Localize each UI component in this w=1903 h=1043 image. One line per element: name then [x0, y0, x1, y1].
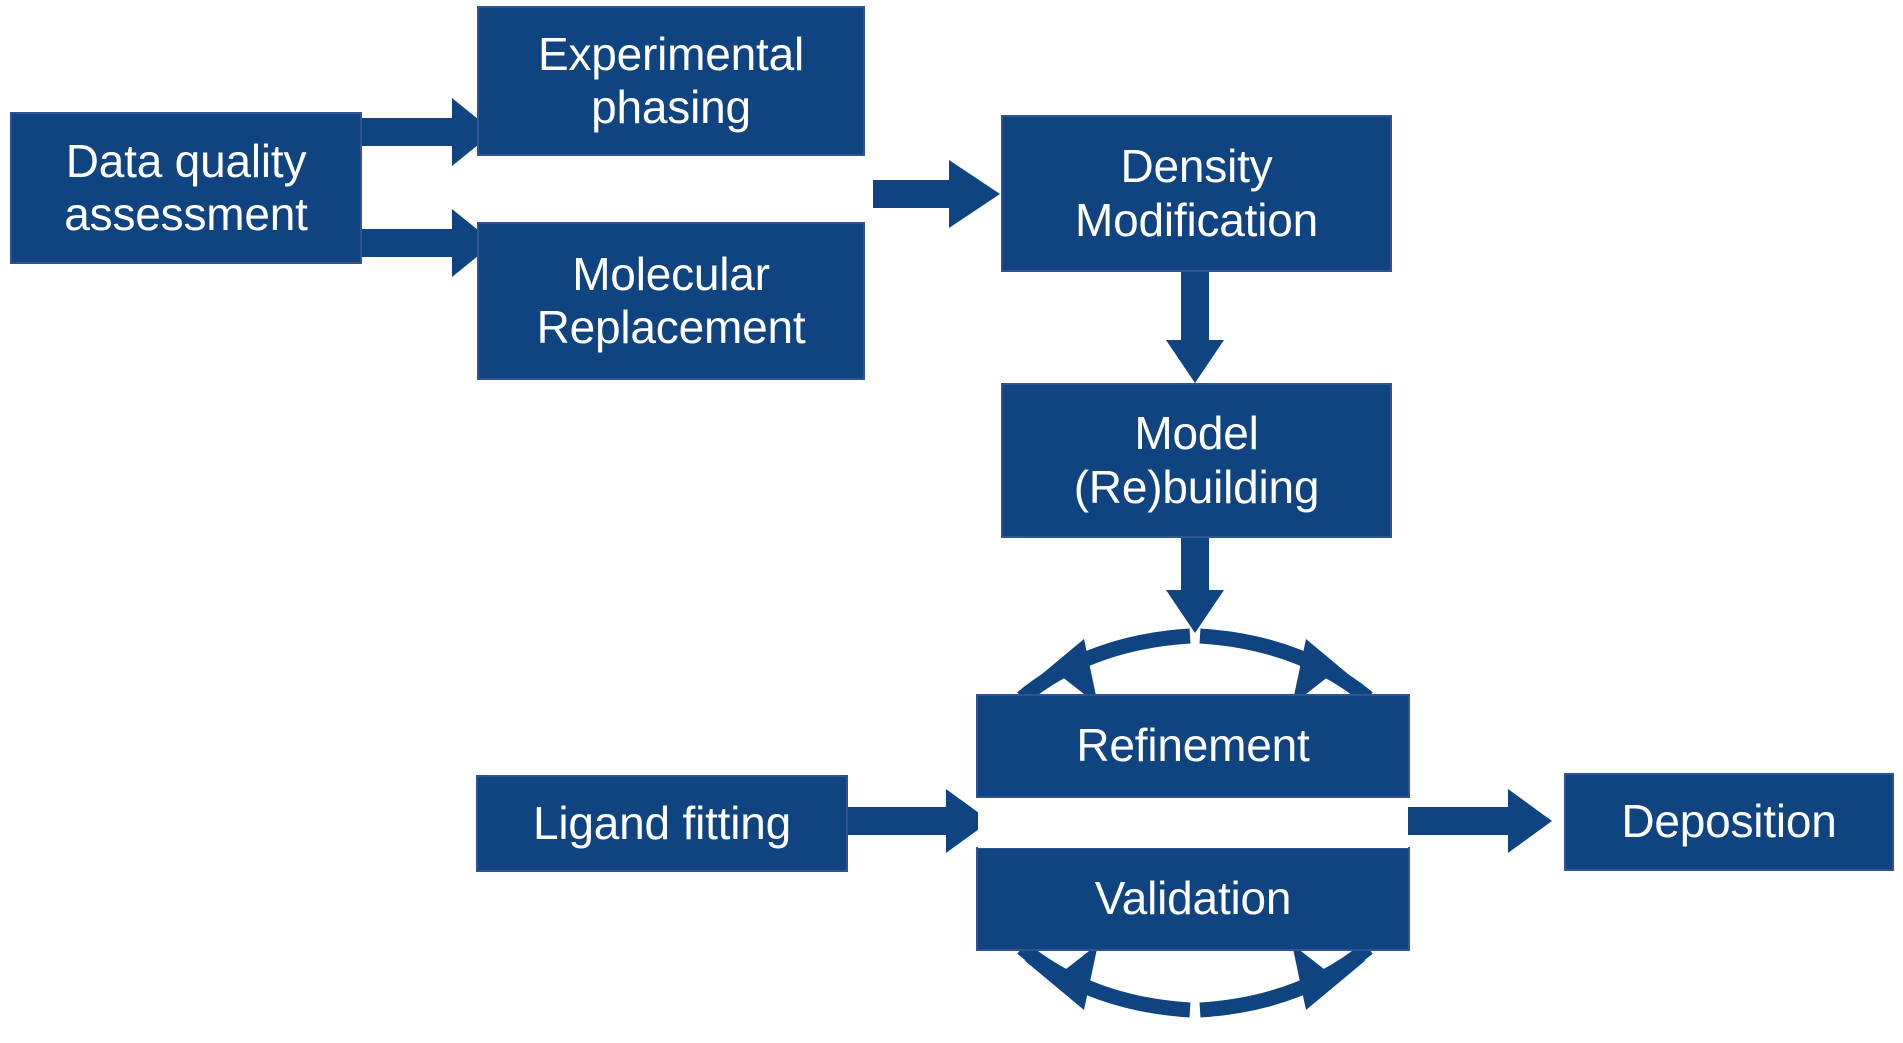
node-label-experimental-phasing: Experimental phasing — [537, 27, 805, 133]
cycle-arc-bottom-left-arrow — [1017, 942, 1191, 1018]
arrow-model-rebuilding-to-cycle — [1166, 538, 1224, 633]
node-deposition[interactable]: Deposition — [1564, 773, 1894, 871]
arrow-cycle-to-deposition — [1402, 789, 1552, 853]
node-label-ligand-fitting: Ligand fitting — [532, 796, 792, 849]
cycle-gap-mask — [978, 798, 1408, 848]
node-validation[interactable]: Validation — [976, 847, 1410, 951]
node-label-data-quality-assessment: Data quality assessment — [64, 134, 308, 240]
node-ligand-fitting[interactable]: Ligand fitting — [476, 775, 848, 872]
arrow-dq-to-experimental-phasing — [360, 98, 494, 166]
node-molecular-replacement[interactable]: Molecular Replacement — [477, 222, 865, 380]
node-density-modification[interactable]: Density Modification — [1001, 115, 1392, 272]
cycle-arc-bottom-right-arrow — [1199, 942, 1373, 1018]
node-label-density-modification: Density Modification — [1074, 140, 1319, 246]
node-label-validation: Validation — [1094, 872, 1292, 925]
node-label-molecular-replacement: Molecular Replacement — [536, 247, 806, 353]
cycle-arc-top-left-arrow — [1017, 628, 1191, 705]
node-refinement[interactable]: Refinement — [976, 694, 1410, 798]
arrow-ligand-fitting-to-cycle — [848, 789, 990, 853]
arrow-density-modification-to-model-rebuilding — [1166, 272, 1224, 383]
node-model-rebuilding[interactable]: Model (Re)building — [1001, 383, 1392, 538]
node-label-model-rebuilding: Model (Re)building — [1073, 407, 1320, 513]
node-label-deposition: Deposition — [1621, 795, 1837, 848]
cycle-arc-top-right-arrow — [1199, 628, 1373, 705]
arrow-phasing-to-density-modification — [873, 160, 1000, 228]
node-label-refinement: Refinement — [1076, 719, 1310, 772]
node-data-quality-assessment[interactable]: Data quality assessment — [10, 112, 362, 264]
arrow-dq-to-molecular-replacement — [360, 209, 494, 277]
node-experimental-phasing[interactable]: Experimental phasing — [477, 6, 865, 156]
